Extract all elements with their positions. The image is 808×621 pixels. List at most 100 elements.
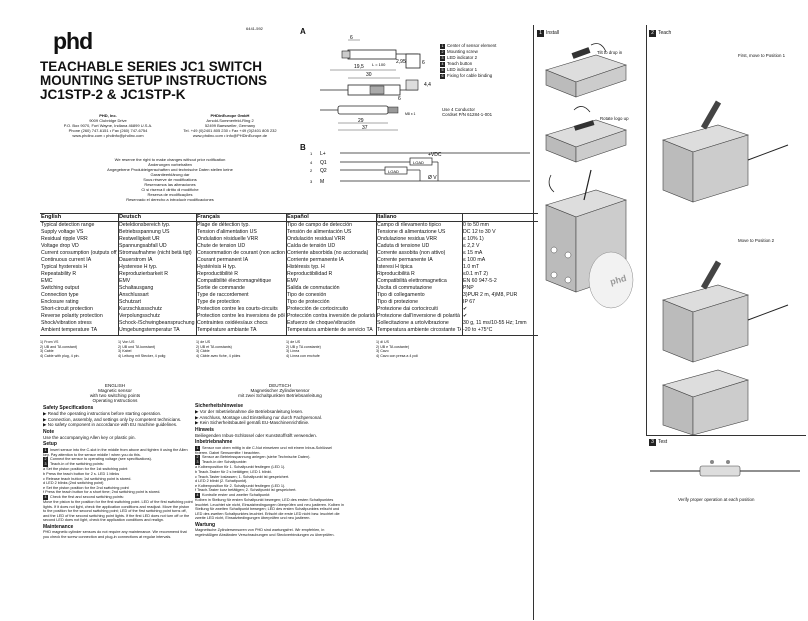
cordset-line: Cordset P/N 61284-1-001 <box>442 112 493 117</box>
address-line: P.O. Box 9070, Fort Wayne, Indiana 46899… <box>63 123 153 128</box>
title-line: TEACHABLE SERIES JC1 SWITCH <box>40 59 263 74</box>
address-line: PHDinEurope GmbH <box>210 113 250 118</box>
table-header-cell: Español <box>287 214 309 220</box>
dim-label: 2,95 <box>396 59 406 65</box>
table-header-cell: Français <box>197 214 221 220</box>
table-cell: Isteresi H tipica <box>377 264 413 270</box>
table-cell: Umgebungstemperatur TA <box>119 327 180 333</box>
table-cell: Protección contra inversión de polaridad <box>287 313 375 319</box>
vdc-label: +VDC <box>428 152 442 158</box>
footnote: 4) Câble avec fiche, 4 pôles <box>196 353 241 358</box>
table-cell: Salida de conmutación <box>287 285 340 291</box>
load-label: LOAD <box>413 160 424 165</box>
table-cell: Temperatura ambiente de servicio TA <box>287 327 373 333</box>
step-label: Test <box>658 439 668 445</box>
table-col-rule <box>286 213 287 335</box>
setup-step: c Release teach button; 1st switching po… <box>43 476 132 481</box>
table-cell: Short-circuit protection <box>41 306 93 312</box>
rights-line: Garantieerklärung dar <box>150 172 190 177</box>
table-col-rule <box>196 213 197 335</box>
table-cell: Continuous current IA <box>41 257 92 263</box>
footnotes-de: 1) Von US 2) UB und TA konstant) 3) Kabe… <box>118 340 198 358</box>
install-step-rotate <box>545 106 627 163</box>
footnote: 1) de US <box>286 340 301 344</box>
sensor-cross-section <box>405 53 421 69</box>
dim-label: 6 <box>350 35 353 41</box>
setup-step: b Press the teach button for 2 s. LED 1 … <box>43 472 120 477</box>
teach-illustrations <box>662 100 789 435</box>
step-number: 1 <box>537 30 544 37</box>
table-cell: 0 to 50 mm <box>463 222 489 228</box>
rights-line: Reservado el derecho a introducir modifi… <box>126 197 214 202</box>
footnotes-fr: 1) de US 2) UB et TA constants) 3) Câble… <box>196 340 284 358</box>
caption-tilt: Tilt to drop in <box>597 50 623 55</box>
pin-label: Q1 <box>320 160 327 166</box>
table-cell: 30 g, 11 ms/10-55 Hz; 1mm <box>463 320 527 326</box>
dim-label: 4,4 <box>424 82 431 88</box>
table-cell: EMC <box>41 278 53 284</box>
table-cell: Tipo de conexión <box>287 292 327 298</box>
address-line: 9009 Clubridge Drive <box>89 118 127 123</box>
section-divider <box>646 435 806 436</box>
table-cell: Plage de détection typ. <box>197 222 250 228</box>
rights-notice: We reserve the right to make changes wit… <box>70 157 270 202</box>
maintenance-title: Wartung <box>195 521 216 528</box>
footnote: 3) Cavo <box>376 349 389 353</box>
table-cell: Supply voltage VS <box>41 229 84 235</box>
step-label: Teach <box>658 30 672 36</box>
table-cell: Reproduzierbarkeit R <box>119 271 169 277</box>
table-cell: Corrente permanente IA <box>377 257 433 263</box>
dim-label: 6 <box>398 96 401 102</box>
address-line: PHD, Inc. <box>99 113 117 118</box>
heading-line: Magnetic sensor <box>98 388 132 393</box>
table-cell: Voltage drop VD <box>41 243 79 249</box>
table-cell: ✔ <box>463 313 468 319</box>
table-cell: Restwelligkeit UR <box>119 236 160 242</box>
table-header-cell: Deutsch <box>119 214 142 220</box>
address-line: Phone (260) 747-6151 • Fax (260) 747-675… <box>68 128 148 133</box>
table-cell: Temperatura ambiente circostante TA <box>377 327 461 333</box>
table-cell: Caduta di tensione UD <box>377 243 430 249</box>
pin-label: M <box>320 179 324 185</box>
sensor-head-top <box>341 50 351 59</box>
install-step-tilt <box>545 43 627 98</box>
table-cell: ≤ 15 mA <box>463 250 483 256</box>
table-cell: Tipo di collegamento <box>377 292 425 298</box>
note-text: Beiliegenden Inbus-Schlüssel oder Kunsts… <box>195 433 317 439</box>
table-cell: Compatibilité électromagnétique <box>197 278 272 284</box>
rights-line: Reservamos las alteraciones <box>144 182 196 187</box>
teach-position-3 <box>662 369 749 435</box>
rights-line: Änderungen vorbehalten <box>148 162 192 167</box>
address-line: www.phdinc.com • info@PHDinEurope.de <box>192 133 268 138</box>
setup-step: f Teach-Taster kurz betätigen; 2. Schalt… <box>195 488 297 493</box>
rights-line: Sous réserve de modifications <box>143 177 197 182</box>
teach-position-1 <box>662 100 789 203</box>
english-instructions: Safety Specifications ▶ Read the operati… <box>43 405 193 540</box>
footnote: 2) UB et TA constants) <box>196 344 232 349</box>
heading-line: DEUTSCH <box>268 383 292 388</box>
table-cell: Protection contre les inversions de pôle… <box>197 313 285 319</box>
footnotes-en: 1) From VS 2) UB and TA constant) 3) Cab… <box>40 340 120 358</box>
sensor-end-view <box>405 79 419 91</box>
table-cell: ≤ 2,2 V <box>463 243 480 249</box>
document-number: 6441-592 <box>246 26 263 31</box>
caption-verify: Verify proper operation at each position <box>678 497 755 502</box>
pin-number: 3 <box>310 179 313 184</box>
table-cell: Corrente assobita (non attivo) <box>377 250 446 256</box>
safety-item: ▶ Vor der Inbetriebnahme die Betriebsanl… <box>195 409 304 415</box>
setup-step: d LED 2 blinkt (2. Schaltpunkt). <box>195 479 248 484</box>
caption-position-2: Move to Position 2 <box>738 238 775 243</box>
title-line: MOUNTING SETUP INSTRUCTIONS <box>40 73 268 88</box>
table-cell: Verpolungsschutz <box>119 313 160 319</box>
table-cell: Dauerstrom IA <box>119 257 153 263</box>
table-cell: Riproducibilità R <box>377 271 415 277</box>
table-cell: Protección de cortocircuito <box>287 306 349 312</box>
footnote: 1) di US <box>376 340 389 344</box>
